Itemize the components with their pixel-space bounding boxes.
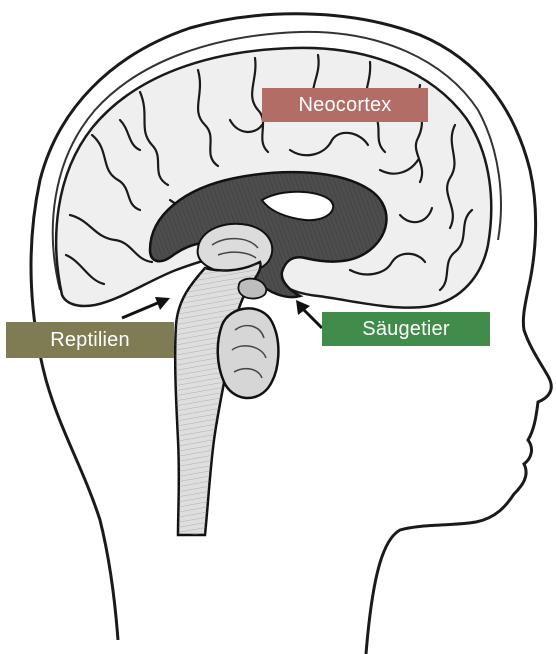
reptilien-label: Reptilien xyxy=(6,322,174,358)
neocortex-label: Neocortex xyxy=(262,88,428,122)
hypothalamus xyxy=(238,279,266,299)
saeugetier-label: Säugetier xyxy=(322,312,490,346)
pons xyxy=(218,308,279,398)
